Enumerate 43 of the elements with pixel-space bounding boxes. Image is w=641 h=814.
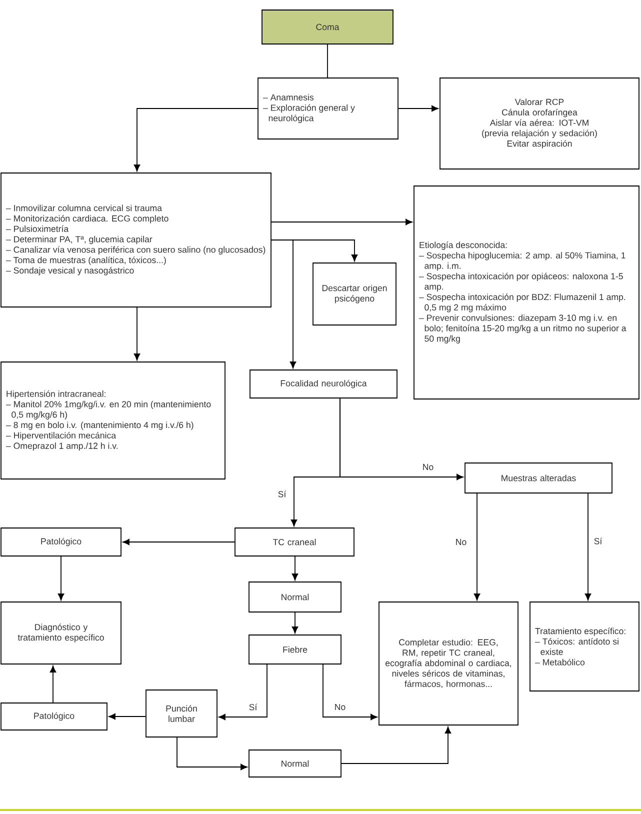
process-box: TC craneal <box>234 528 354 556</box>
result-box: Normal <box>248 582 342 612</box>
arrow <box>58 556 64 600</box>
decision-box: Focalidad neurológica <box>250 370 398 398</box>
edge-label: Sí <box>276 490 288 498</box>
arrow <box>474 493 480 600</box>
arrow <box>292 612 298 634</box>
arrow <box>122 538 235 546</box>
arrow <box>292 556 298 580</box>
edge-label: Sí <box>248 702 258 712</box>
process-box: – Inmovilizar columna cervical si trauma – Monitorización cardiaca. ECG completo – Pulsioximetría – Determinar PA, Tª, glucemia capilar – Canalizar vía venosa periférica con suero salino (no glucosados) – Toma de muestras (analítica, tóxicos...) – Sondaje vesical y nasogástrico <box>0 172 272 308</box>
decision-box: Muestras alteradas <box>464 462 612 494</box>
process-box: Hipertensión intracraneal: – Manitol 20% 1mg/kg/i.v. en 20 min (mantenimiento 0,5 mg/kg/6 h) – 8 mg en bolo i.v. (mantenimiento 4 mg i.v./6 h) – Hiperventilación mecánica – Omeprazol 1 amp./12 h i.v. <box>0 362 226 480</box>
process-box: – Anamnesis – Exploración general y neurológica <box>258 78 398 140</box>
result-box: Patológico <box>0 702 108 730</box>
arrow <box>584 493 592 600</box>
result-box: Patológico <box>0 528 122 556</box>
start-box: Coma <box>262 10 394 44</box>
process-box: Descartar origen psicógeno <box>312 262 396 326</box>
edge-label: No <box>333 702 347 712</box>
arrow <box>50 666 56 703</box>
process-box: Etiología desconocida: – Sospecha hipoglucemia: 2 amp. al 50% Tiamina, 1 amp. i.m. – Sospecha intoxicación por opiáceos: naloxona 1-5 amp. – Sospecha intoxicación por BDZ: Flumazenil 1 amp. 0,5 mg 2 mg máximo – Prevenir convulsiones: diazepam 3-10 mg i.v. en bolo; fenitoína 15-20 mg/kg a un ritmo no superior a 50 mg/kg <box>414 186 640 400</box>
arrow <box>271 240 296 368</box>
process-box: Tratamiento específico: – Tóxicos: antídoto si existe – Metabólico <box>530 602 640 692</box>
arrow <box>134 307 140 360</box>
edge-label: No <box>421 462 435 472</box>
arrow <box>322 664 378 720</box>
decision-box: Fiebre <box>248 634 342 664</box>
arrow <box>108 713 146 720</box>
process-box: Diagnóstico y tratamiento específico <box>0 602 122 664</box>
process-box: Punción lumbar <box>146 690 218 738</box>
result-box: Normal <box>248 750 342 778</box>
arrow <box>134 108 258 172</box>
arrow <box>218 664 268 720</box>
arrow <box>290 398 340 526</box>
process-box: Completar estudio: EEG, RM, repetir TC craneal, ecografía abdominal o cardiaca, niveles séricos de vitaminas, fármacos, hormonas... <box>378 602 518 726</box>
edge-label: Sí <box>592 536 604 546</box>
arrow <box>398 105 438 112</box>
process-box: Valorar RCP Cánula orofaríngea Aislar vía aérea: IOT-VM (previa relajación y sedación) Evitar aspiración <box>440 78 640 170</box>
arrow <box>341 726 452 764</box>
arrow <box>271 218 412 226</box>
edge-label: No <box>454 538 468 546</box>
arrow <box>176 737 248 770</box>
